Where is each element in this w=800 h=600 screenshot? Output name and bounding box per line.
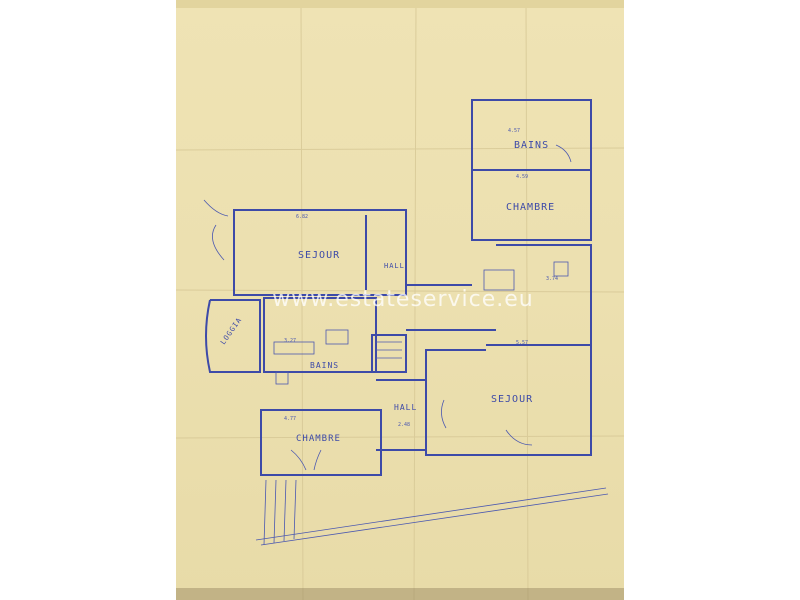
svg-text:6.82: 6.82 <box>296 214 308 220</box>
room-label-loggia: LOGGIA <box>219 316 244 346</box>
room-label-chambre-top: CHAMBRE <box>506 202 555 213</box>
room-label-sejour-left: SEJOUR <box>298 250 340 261</box>
room-label-bains-top: BAINS <box>514 140 549 151</box>
svg-text:4.77: 4.77 <box>284 416 296 422</box>
svg-text:4.57: 4.57 <box>508 128 520 134</box>
svg-text:3.27: 3.27 <box>284 338 296 344</box>
svg-text:3.74: 3.74 <box>546 276 558 282</box>
room-label-chambre-bottom: CHAMBRE <box>296 434 341 444</box>
room-label-bains-left: BAINS <box>310 361 339 370</box>
room-label-hall-left: HALL <box>384 262 405 270</box>
watermark: www.estateservice.eu <box>272 287 534 312</box>
floor-plan-drawing: 4.57 4.59 6.82 3.27 5.57 4.77 2.48 3.74 … <box>176 0 624 600</box>
room-label-hall-bottom: HALL <box>394 403 417 412</box>
svg-text:4.59: 4.59 <box>516 174 528 180</box>
svg-text:2.48: 2.48 <box>398 422 410 428</box>
svg-text:5.57: 5.57 <box>516 340 528 346</box>
room-label-sejour-right: SEJOUR <box>491 394 533 405</box>
floor-plan-photo: 4.57 4.59 6.82 3.27 5.57 4.77 2.48 3.74 … <box>176 0 624 600</box>
